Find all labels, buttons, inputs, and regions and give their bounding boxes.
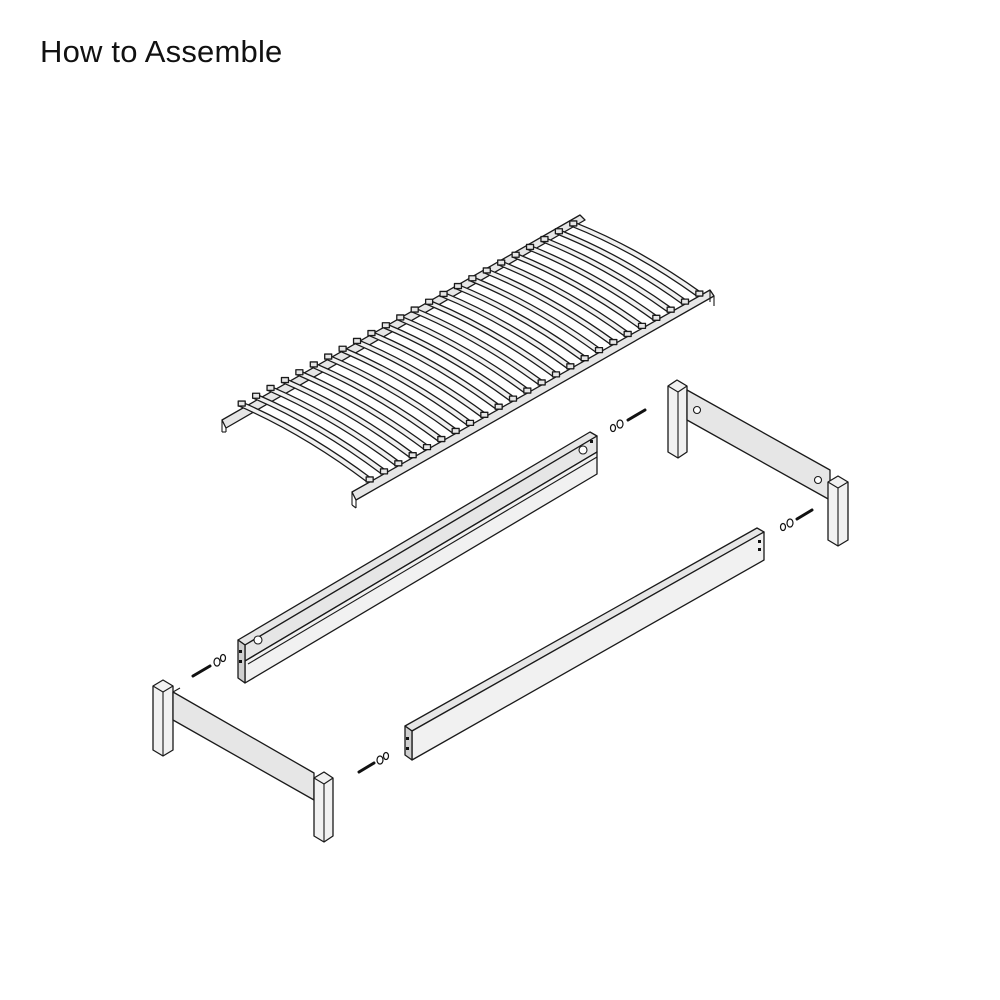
slat-cap (422, 443, 432, 451)
slat-cap (365, 476, 374, 483)
slat-cap (609, 338, 618, 346)
slat-cap (623, 330, 632, 338)
slat-cap (367, 329, 376, 337)
head-end-frame (667, 379, 849, 547)
lower-side-rail (404, 527, 765, 761)
slat-cap (540, 235, 549, 243)
slat-cap (280, 376, 290, 384)
slat-cap (551, 371, 561, 378)
slat-cap (695, 290, 704, 297)
slat-cap (394, 460, 403, 467)
slat-cap (451, 427, 460, 435)
slat-cap (266, 384, 275, 392)
upper-side-rail (237, 431, 598, 684)
slat-cap (480, 411, 489, 418)
slat-cap (494, 403, 503, 410)
slat-cap (569, 220, 578, 227)
slat-cap (237, 400, 246, 407)
slat-cap (537, 379, 546, 386)
slat-cap (338, 345, 347, 352)
slat-cap (295, 369, 304, 376)
slat-cap (396, 314, 405, 321)
bolt-set-upper-left (191, 653, 227, 678)
bolt-set-lower-right (779, 508, 814, 532)
slat-cap (408, 452, 417, 459)
slat-cap (324, 353, 333, 360)
slat-cap (439, 290, 448, 298)
slat-cap (482, 267, 491, 274)
slat-cap (437, 435, 446, 443)
slat-cap (666, 306, 675, 313)
slat-cap (410, 306, 419, 313)
slat-cap (511, 251, 520, 258)
slat-cap (637, 322, 647, 330)
slat-cap (465, 419, 475, 427)
foot-end-frame (152, 679, 334, 843)
slat-cap (379, 468, 389, 475)
slat-cap (453, 282, 463, 290)
slat-cap (594, 346, 604, 354)
bolt-set-lower-left (357, 751, 390, 774)
slat-cap (652, 314, 661, 321)
slat-cap (523, 387, 532, 394)
slat-cap (508, 395, 518, 402)
slat-cap (352, 337, 362, 345)
page-title: How to Assemble (40, 34, 283, 69)
slat-cap (680, 298, 690, 305)
slat-cap (381, 322, 391, 329)
slatted-base (221, 214, 715, 509)
slat-cap (468, 275, 477, 282)
slat-cap (580, 355, 589, 362)
slat-cap (309, 361, 318, 368)
slat-cap (497, 259, 506, 266)
slat-cap (554, 228, 564, 235)
slat-cap (525, 243, 535, 251)
slat-cap (424, 298, 434, 305)
bolt-set-upper-right (609, 408, 647, 433)
slats (237, 220, 704, 483)
slat-cap (251, 392, 261, 399)
slat-cap (566, 363, 575, 370)
